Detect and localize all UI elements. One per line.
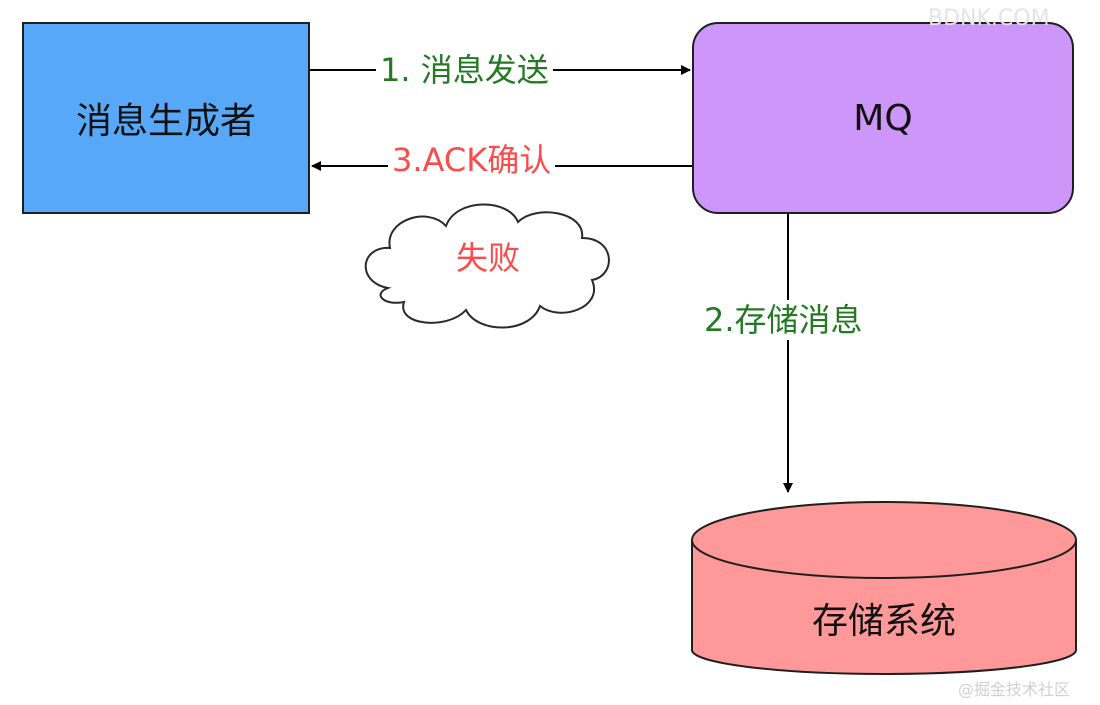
storage-system-label: 存储系统 xyxy=(811,601,956,642)
watermark-bottom: @掘金技术社区 xyxy=(958,680,1071,699)
failure-label: 失败 xyxy=(455,239,520,277)
producer-node: 消息生成者 xyxy=(22,22,310,214)
ack-edge-label: 3.ACK确认 xyxy=(388,140,556,180)
storage-system-node xyxy=(691,501,1077,675)
failure-cloud-shape xyxy=(364,203,610,329)
store-edge-label: 2.存储消息 xyxy=(700,300,867,340)
mq-node: MQ xyxy=(692,22,1074,214)
producer-label: 消息生成者 xyxy=(75,101,256,142)
mq-label: MQ xyxy=(853,97,913,139)
watermark-top: BDNK.COM xyxy=(928,6,1050,31)
send-edge-label: 1. 消息发送 xyxy=(376,50,553,90)
